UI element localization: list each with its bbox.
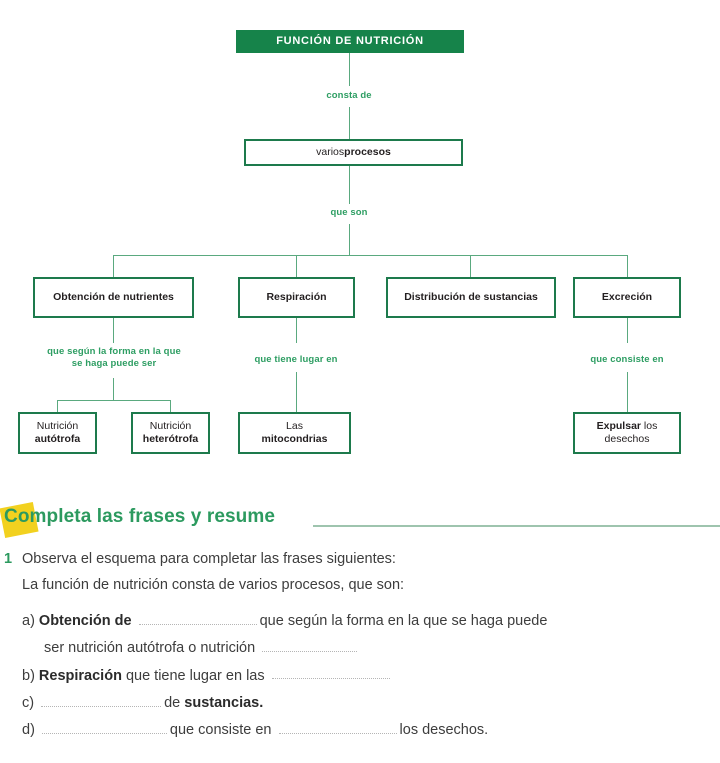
diagram-node-nutricion-autotrofa: Nutrición autótrofa [18, 412, 97, 454]
exercise-item-marker: d) [22, 722, 39, 739]
exercise-item-line: c) de sustancias. [0, 692, 720, 713]
node-text-lite: Las [286, 419, 303, 432]
edge-label-line-2: se haga puede ser [71, 358, 157, 370]
diagram-node-las-mitocondrias: Las mitocondrias [238, 412, 351, 454]
answer-blank[interactable] [138, 610, 257, 625]
node-text-lite: Nutrición [36, 419, 79, 432]
exercise-intro: La función de nutrición consta de varios… [22, 577, 405, 593]
exercise-text: que consiste en [169, 722, 272, 739]
exercise-item: a) Obtención de que según la forma en la… [0, 610, 720, 659]
exercise-item-marker: c) [22, 694, 39, 711]
exercise-prompt: Observa el esquema para completar las fr… [22, 551, 396, 567]
exercise-item-line: d) que consiste en los desechos. [0, 719, 720, 740]
connector-label-to-expulsar [627, 372, 628, 412]
exercise-block: 1 Observa el esquema para completar las … [0, 548, 720, 741]
exercise-item: c) de sustancias. [0, 692, 720, 713]
exercise-text-strong: sustancias. [184, 694, 264, 711]
exercise-item-line: a) Obtención de que según la forma en la… [0, 610, 720, 631]
connector-consta-de-to-procesos [349, 107, 350, 139]
node-text-bold: mitocondrias [261, 433, 328, 445]
connector-obtencion-to-label [113, 318, 114, 343]
node-text-bold: heterótrofa [142, 433, 199, 445]
exercise-number: 1 [4, 551, 13, 567]
exercise-item-marker: a) [22, 612, 39, 629]
exercise-text-strong: Respiración [38, 667, 122, 684]
diagram-node-excrecion: Excreción [573, 277, 681, 318]
connector-bus-nutricion [57, 400, 170, 401]
exercise-item-line: ser nutrición autótrofa o nutrición [0, 637, 720, 658]
exercise-item: b) Respiración que tiene lugar en las [0, 665, 720, 686]
diagram-node-respiracion: Respiración [238, 277, 355, 318]
diagram-node-nutricion-heterotrofa: Nutrición heterótrofa [131, 412, 210, 454]
connector-label-to-bus-nutricion [113, 378, 114, 400]
exercise-text-strong: Obtención de [38, 612, 132, 629]
exercise-item: d) que consiste en los desechos. [0, 719, 720, 740]
connector-drop-obtencion [113, 255, 114, 277]
answer-blank[interactable] [271, 665, 390, 680]
answer-blank[interactable] [278, 719, 397, 735]
section-header: Completa las frases y resume [0, 502, 720, 539]
diagram-node-varios-procesos: varios procesos [244, 139, 463, 166]
exercise-text: de [164, 694, 181, 711]
connector-drop-distribucion [470, 255, 471, 277]
exercise-prompt-row: 1 Observa el esquema para completar las … [0, 548, 720, 574]
edge-label-que-segun-la-forma: que según la forma en la que se haga pue… [28, 346, 200, 371]
exercise-item-line: b) Respiración que tiene lugar en las [0, 665, 720, 686]
connector-procesos-to-que-son [349, 166, 350, 204]
connector-bus-processes [113, 255, 627, 256]
node-text-lite: Nutrición [149, 419, 192, 432]
edge-label-que-tiene-lugar-en: que tiene lugar en [254, 354, 338, 365]
edge-label-que-son: que son [330, 207, 368, 218]
answer-blank[interactable] [41, 692, 162, 707]
diagram-node-expulsar-los-desechos: Expulsar los desechos [573, 412, 681, 454]
exercise-text: que según la forma en la que se haga pue… [259, 612, 548, 629]
exercise-item-marker: b) [22, 667, 39, 684]
node-text-lite: los desechos [604, 419, 658, 445]
connector-drop-autotrofa [57, 400, 58, 412]
connector-respiracion-to-label [296, 318, 297, 343]
exercise-text: que tiene lugar en las [125, 667, 265, 684]
connector-label-to-mitocondrias [296, 372, 297, 412]
node-text-lite: varios [316, 145, 345, 158]
exercise-items: a) Obtención de que según la forma en la… [0, 610, 720, 741]
connector-root-to-consta-de [349, 53, 350, 86]
exercise-text: los desechos. [399, 722, 489, 739]
nutrition-function-diagram: FUNCIÓN DE NUTRICIÓN consta de varios pr… [18, 30, 681, 454]
edge-label-consta-de: consta de [326, 90, 372, 101]
connector-excrecion-to-label [627, 318, 628, 343]
answer-blank[interactable] [262, 637, 358, 653]
edge-label-line-1: que según la forma en la que [47, 346, 181, 357]
exercise-text: ser nutrición autótrofa o nutrición [44, 640, 256, 657]
node-text-bold: Expulsar [596, 419, 641, 432]
answer-blank[interactable] [41, 719, 167, 735]
section-title: Completa las frases y resume [4, 506, 276, 527]
diagram-node-obtencion-de-nutrientes: Obtención de nutrientes [33, 277, 194, 318]
edge-label-que-consiste-en: que consiste en [590, 354, 664, 365]
exercise-intro-row: La función de nutrición consta de varios… [0, 574, 720, 604]
node-text-bold: autótrofa [34, 433, 81, 445]
connector-drop-heterotrofa [170, 400, 171, 412]
connector-que-son-to-bus [349, 224, 350, 255]
section-divider [313, 525, 720, 527]
node-text-bold: procesos [344, 145, 391, 158]
diagram-node-root: FUNCIÓN DE NUTRICIÓN [236, 30, 464, 53]
connector-drop-respiracion [296, 255, 297, 277]
diagram-node-distribucion-de-sustancias: Distribución de sustancias [386, 277, 556, 318]
connector-drop-excrecion [627, 255, 628, 277]
